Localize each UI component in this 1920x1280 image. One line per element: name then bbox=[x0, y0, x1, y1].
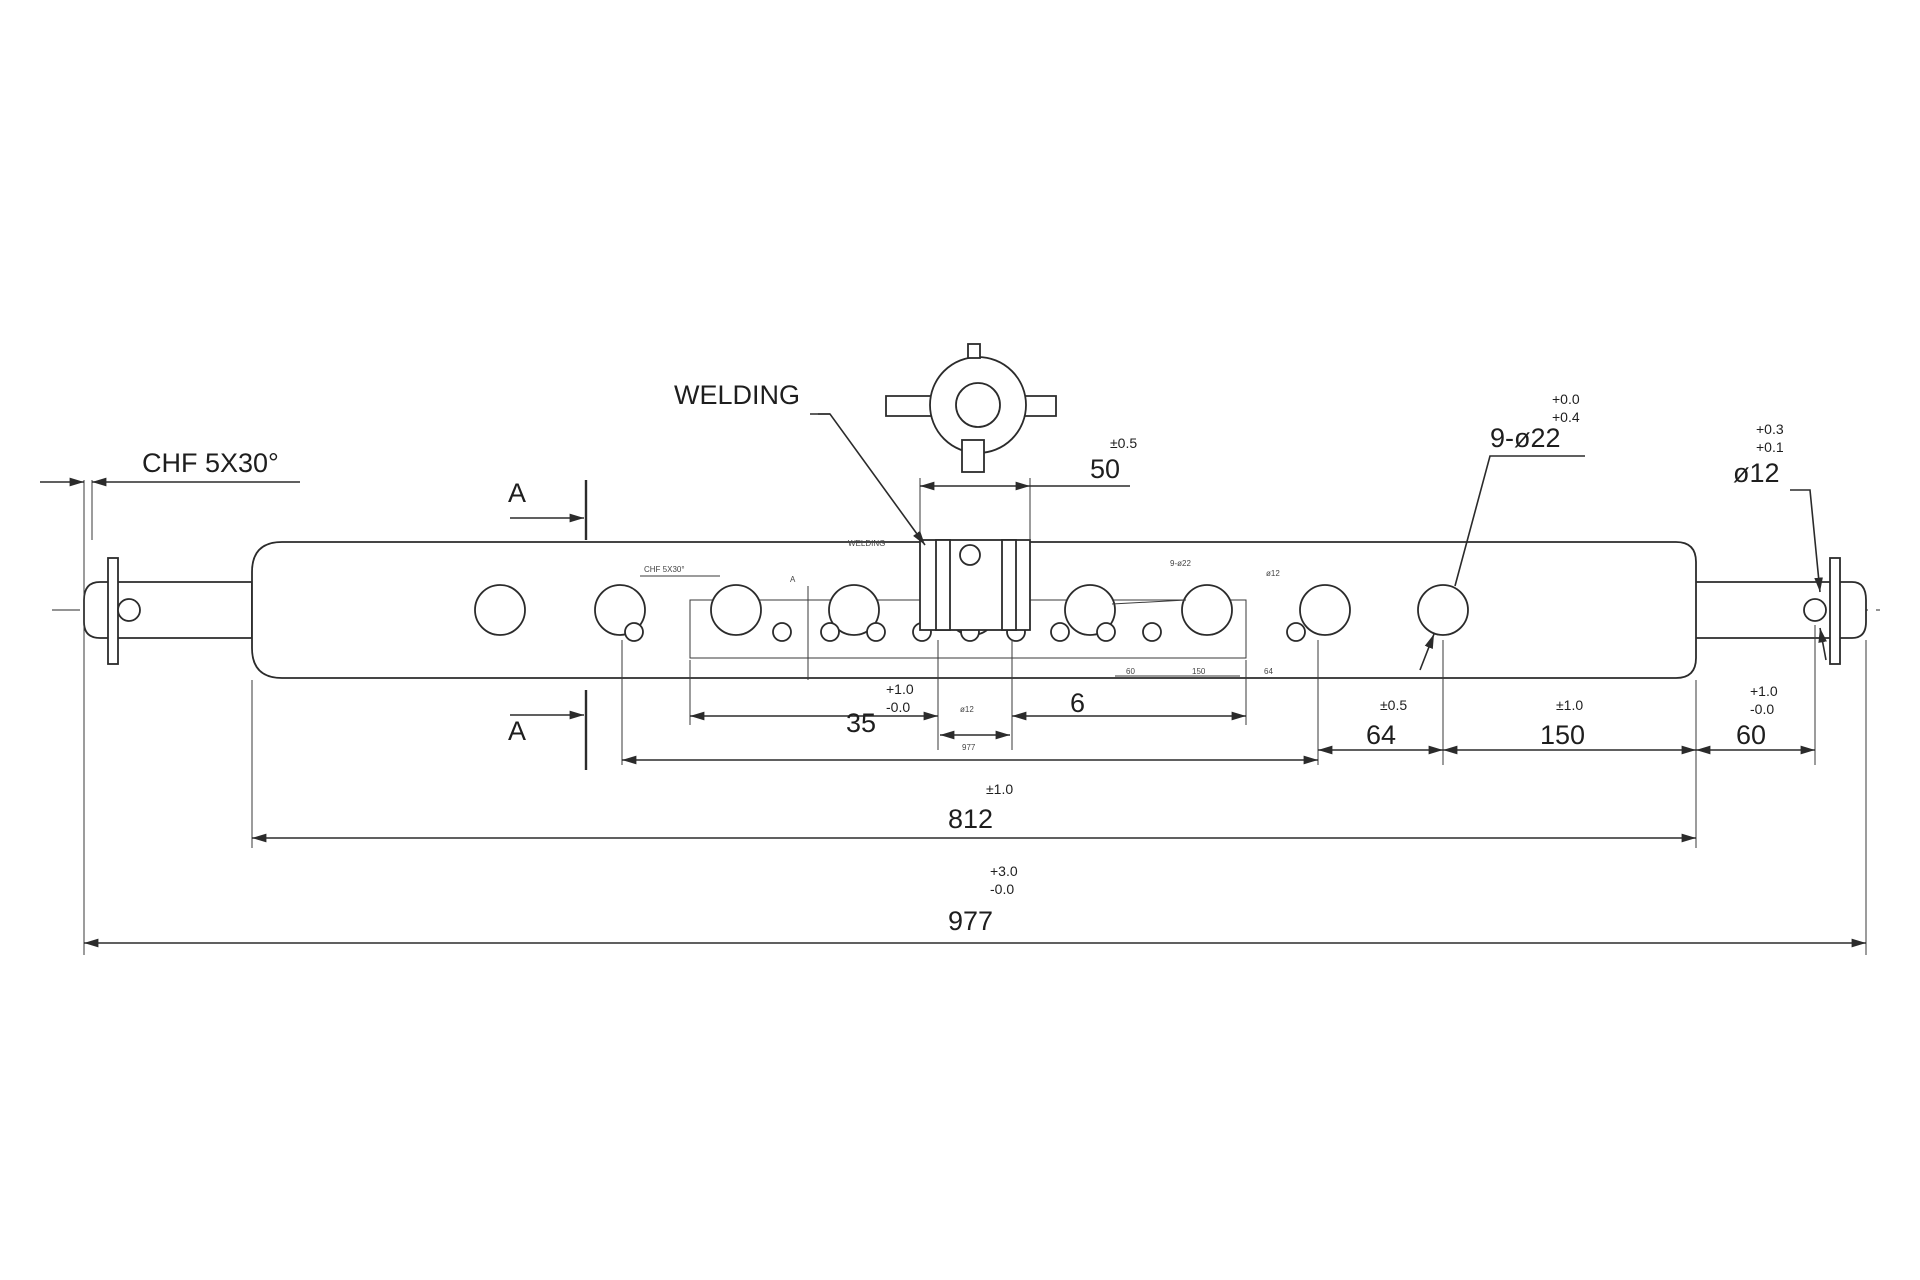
dim-64-tol: ±0.5 bbox=[1380, 697, 1407, 713]
dim-35-label: 35 bbox=[846, 708, 876, 738]
dim-64-label: 64 bbox=[1366, 720, 1396, 750]
hole-9 bbox=[1417, 584, 1469, 636]
holes-tol-upper: +0.0 bbox=[1552, 391, 1580, 407]
left-pin-hole bbox=[117, 598, 141, 622]
swivel-fitting bbox=[885, 343, 1057, 473]
chamfer-label: CHF 5X30° bbox=[142, 448, 279, 478]
hole-leader bbox=[1419, 455, 1585, 671]
inset-dim-977: 977 bbox=[962, 743, 976, 752]
right-pin bbox=[1689, 557, 1867, 665]
dim-60-tol-upper: +1.0 bbox=[1750, 683, 1778, 699]
dim-150-tol: ±1.0 bbox=[1556, 697, 1583, 713]
dim-6-label: 6 bbox=[1070, 688, 1085, 718]
holes-tol-lower: +0.4 bbox=[1552, 409, 1580, 425]
dim-977-label: 977 bbox=[948, 906, 993, 936]
dim-812-label: 812 bbox=[948, 804, 993, 834]
welded-bracket bbox=[919, 478, 1031, 631]
inset-pin-dia: ø12 bbox=[1266, 569, 1280, 578]
hole-4 bbox=[828, 584, 880, 636]
dim-60-tol-lower: -0.0 bbox=[1750, 701, 1774, 717]
inset-holes: 9-ø22 bbox=[1170, 559, 1191, 568]
inset-chamfer: CHF 5X30° bbox=[644, 565, 685, 574]
inset-section: A bbox=[790, 575, 796, 584]
inset-dim-64: 64 bbox=[1264, 667, 1273, 676]
hole-7 bbox=[1181, 584, 1233, 636]
dim-35-line bbox=[690, 640, 1246, 750]
dim-50-tol: ±0.5 bbox=[1110, 435, 1137, 451]
hole-6 bbox=[1064, 584, 1116, 636]
hole-8 bbox=[1299, 584, 1351, 636]
inset-welding: WELDING bbox=[848, 539, 885, 548]
hole-1 bbox=[474, 584, 526, 636]
inset-dim-150: 150 bbox=[1192, 667, 1206, 676]
dim-35-tol-upper: +1.0 bbox=[886, 681, 914, 697]
detail-annotations bbox=[640, 575, 1240, 680]
dim-60-label: 60 bbox=[1736, 720, 1766, 750]
dim-35-tol-lower: -0.0 bbox=[886, 699, 910, 715]
pin-leader bbox=[1790, 489, 1827, 661]
dim-150-label: 150 bbox=[1540, 720, 1585, 750]
dim-977-tol-lower: -0.0 bbox=[990, 881, 1014, 897]
pin-dia-tol-upper: +0.3 bbox=[1756, 421, 1784, 437]
pin-dia-tol-lower: +0.1 bbox=[1756, 439, 1784, 455]
welding-leader bbox=[818, 413, 926, 546]
pin-dia-label: ø12 bbox=[1733, 458, 1780, 488]
extension-lines bbox=[83, 480, 1867, 955]
dim-50-label: 50 bbox=[1090, 454, 1120, 484]
left-pin bbox=[83, 557, 253, 665]
dim-812-tol: ±1.0 bbox=[986, 781, 1013, 797]
section-label-bottom: A bbox=[508, 716, 526, 746]
right-pin-hole bbox=[1803, 598, 1827, 622]
hole-3 bbox=[710, 584, 762, 636]
dim-977-tol-upper: +3.0 bbox=[990, 863, 1018, 879]
holes-label: 9-ø22 bbox=[1490, 423, 1561, 453]
welding-label: WELDING bbox=[674, 380, 800, 410]
section-label-top: A bbox=[508, 478, 526, 508]
inset-dim-12: ø12 bbox=[960, 705, 974, 714]
section-cut-marks bbox=[510, 480, 588, 770]
inset-dim-60: 60 bbox=[1126, 667, 1135, 676]
